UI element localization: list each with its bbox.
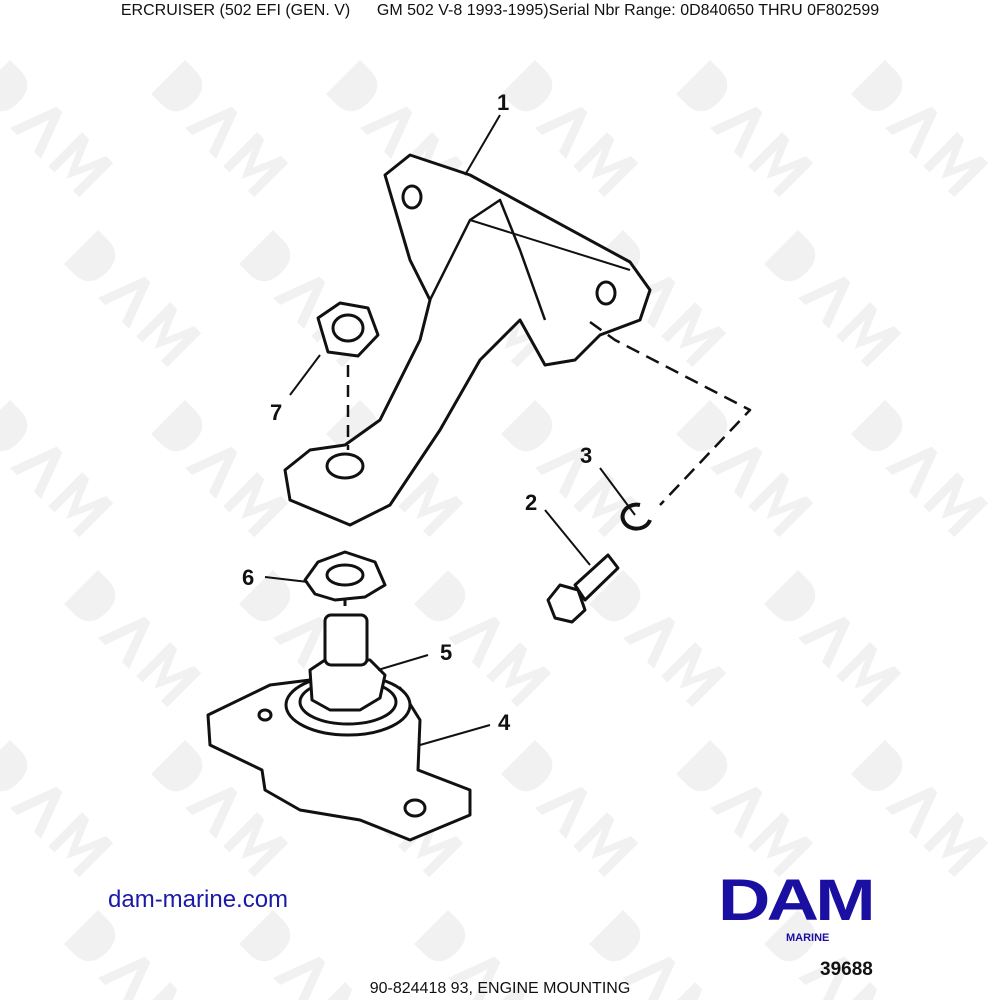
callout-1: 1 [497, 90, 509, 115]
part-tab-washer [303, 550, 387, 612]
callout-5: 5 [440, 640, 452, 665]
callout-7: 7 [270, 400, 282, 425]
logo-subtitle: MARINE [786, 932, 830, 944]
callout-6: 6 [242, 565, 254, 590]
diagram-caption: 90-824418 93, ENGINE MOUNTING [369, 980, 631, 997]
part-bracket [283, 153, 652, 527]
page-title: ERCRUISER (502 EFI (GEN. V) GM 502 V-8 1… [120, 2, 880, 19]
callout-3: 3 [580, 443, 592, 468]
dam-logo: DAM [718, 868, 876, 933]
part-mount [206, 613, 472, 842]
site-link[interactable]: dam-marine.com [108, 886, 289, 913]
diagram-number: 39688 [820, 959, 873, 980]
callout-4: 4 [498, 710, 511, 735]
callout-2: 2 [525, 490, 537, 515]
part-lock-washer [620, 502, 652, 531]
leader-lines [264, 114, 636, 746]
dashed-guide-line [589, 320, 752, 506]
part-bolt [546, 553, 620, 624]
part-nut-7 [316, 301, 380, 450]
